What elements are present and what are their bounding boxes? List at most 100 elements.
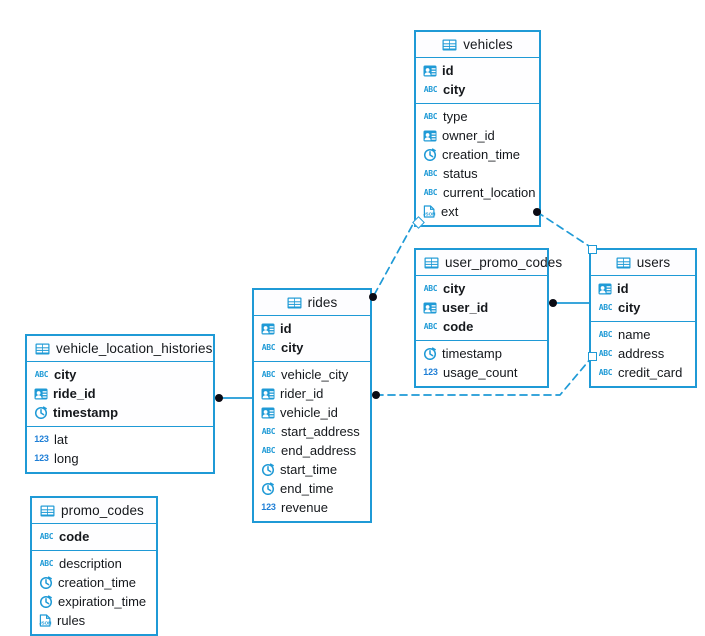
- field-name: expiration_time: [58, 594, 147, 609]
- entity-header-rides: rides: [254, 290, 370, 316]
- field-row[interactable]: ABC address: [591, 344, 695, 363]
- field-name: owner_id: [442, 128, 495, 143]
- field-row[interactable]: id: [254, 319, 370, 338]
- field-row[interactable]: rider_id: [254, 384, 370, 403]
- entity-title: vehicles: [463, 37, 513, 52]
- field-row[interactable]: timestamp: [27, 403, 213, 422]
- field-row[interactable]: ABC description: [32, 554, 156, 573]
- 123-icon: 123: [261, 502, 276, 512]
- clock-icon: [34, 406, 48, 419]
- entity-title: vehicle_location_histories: [56, 341, 213, 356]
- field-row[interactable]: ABC current_location: [416, 183, 539, 202]
- field-row[interactable]: ABC code: [32, 527, 156, 546]
- abc-icon: ABC: [261, 426, 276, 436]
- field-row[interactable]: id: [416, 61, 539, 80]
- entity-header-vehicles: vehicles: [416, 32, 539, 58]
- field-row[interactable]: creation_time: [416, 145, 539, 164]
- field-name: address: [618, 346, 665, 361]
- field-name: id: [617, 281, 629, 296]
- abc-icon: ABC: [39, 558, 54, 568]
- relationship-line-vehicles-rides: [372, 214, 419, 298]
- json-icon: JSON: [423, 205, 436, 218]
- field-row[interactable]: JSON ext: [416, 202, 539, 221]
- field-row[interactable]: owner_id: [416, 126, 539, 145]
- field-name: ride_id: [53, 386, 96, 401]
- abc-icon: ABC: [598, 367, 613, 377]
- abc-icon: ABC: [423, 283, 438, 293]
- table-icon: [442, 39, 457, 51]
- relationship-endpoint-dot: [549, 299, 557, 307]
- abc-icon: ABC: [598, 348, 613, 358]
- clock-icon: [423, 347, 437, 360]
- field-name: ext: [441, 204, 459, 219]
- field-name: timestamp: [442, 346, 502, 361]
- field-name: timestamp: [53, 405, 119, 420]
- table-icon: [616, 257, 631, 269]
- field-name: revenue: [281, 500, 328, 515]
- json-icon: JSON: [39, 614, 52, 627]
- field-name: description: [59, 556, 122, 571]
- field-row[interactable]: timestamp: [416, 344, 547, 363]
- abc-icon: ABC: [423, 187, 438, 197]
- field-name: credit_card: [618, 365, 683, 380]
- field-name: city: [281, 340, 304, 355]
- clock-icon: [39, 595, 53, 608]
- abc-icon: ABC: [39, 531, 54, 541]
- table-icon: [287, 297, 302, 309]
- field-row[interactable]: creation_time: [32, 573, 156, 592]
- field-row[interactable]: 123 revenue: [254, 498, 370, 517]
- field-name: creation_time: [58, 575, 137, 590]
- abc-icon: ABC: [423, 111, 438, 121]
- field-name: current_location: [443, 185, 536, 200]
- field-row[interactable]: end_time: [254, 479, 370, 498]
- entity-title: rides: [307, 295, 338, 310]
- field-row[interactable]: start_time: [254, 460, 370, 479]
- field-row[interactable]: vehicle_id: [254, 403, 370, 422]
- relationship-endpoint-dot: [533, 208, 541, 216]
- field-row[interactable]: ABC credit_card: [591, 363, 695, 382]
- field-row[interactable]: id: [591, 279, 695, 298]
- entity-header-users: users: [591, 250, 695, 276]
- table-icon: [35, 343, 50, 355]
- field-name: code: [59, 529, 90, 544]
- field-row[interactable]: ride_id: [27, 384, 213, 403]
- field-row[interactable]: user_id: [416, 298, 547, 317]
- abc-icon: ABC: [423, 168, 438, 178]
- field-name: code: [443, 319, 474, 334]
- field-row[interactable]: expiration_time: [32, 592, 156, 611]
- abc-icon: ABC: [598, 302, 613, 312]
- field-name: start_time: [280, 462, 338, 477]
- field-section: ABC description creation_time expiration_ti…: [32, 551, 156, 634]
